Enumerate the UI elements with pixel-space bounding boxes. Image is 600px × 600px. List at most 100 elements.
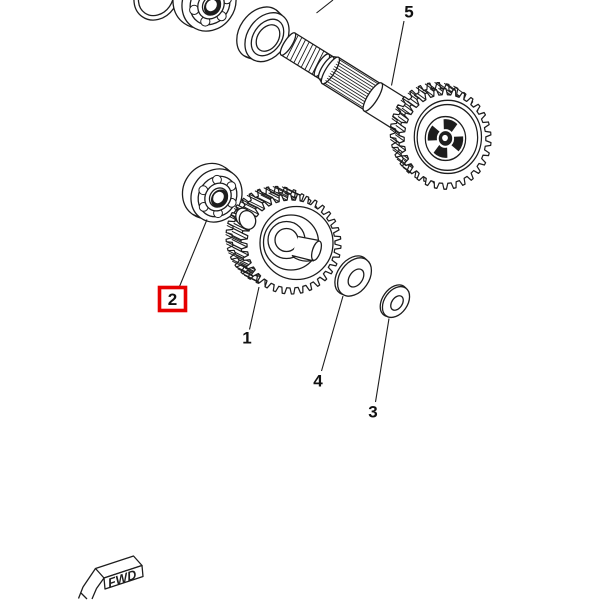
gear-tooth-flank: [395, 108, 405, 116]
gear-tooth-flank: [424, 89, 435, 97]
gear-tooth-flank: [225, 241, 242, 250]
gear-tooth-flank: [226, 225, 243, 234]
gear-tooth-flank: [418, 85, 428, 94]
thread-rib: [308, 48, 321, 73]
gear-tooth-flank: [391, 118, 402, 126]
spline-line: [332, 68, 374, 95]
bearing2-bore-hole: [213, 191, 224, 204]
shaft-gear-bore-hole: [442, 134, 448, 142]
shaft-splines: [323, 59, 380, 109]
leader-line-5: [390, 20, 405, 86]
washer-3: [379, 284, 411, 319]
gear-tooth-flank: [390, 125, 400, 134]
gear-tooth-flank: [226, 243, 243, 252]
hub-cutout: [427, 125, 440, 141]
spline-line: [337, 61, 379, 88]
callout-2[interactable]: 2: [168, 290, 177, 309]
gear-tooth-flank: [389, 128, 400, 136]
washer-4: [334, 255, 373, 297]
spline-line: [329, 73, 371, 100]
thread-rib: [311, 50, 325, 75]
gear-tooth-flank: [446, 83, 457, 91]
spline-line: [334, 66, 376, 93]
gear1-stub-edges: [291, 235, 320, 262]
gear-tooth-flank: [402, 97, 412, 106]
gear-tooth-flank: [416, 92, 427, 101]
gear-tooth-flank: [395, 124, 406, 133]
snap-ring-partial: [133, 0, 179, 21]
gear-tooth-flank: [231, 230, 248, 240]
fwd-indicator: FWD: [77, 555, 144, 600]
gear-tooth-flank: [256, 196, 273, 205]
shaft-gear-spoke-cutouts: [427, 119, 464, 158]
thread-rib: [293, 39, 306, 64]
shaft-gear-rim: [416, 103, 479, 172]
gear-tooth-flank: [403, 104, 414, 113]
shaft-spline-outline: [321, 56, 382, 111]
gear-tooth-flank: [389, 136, 400, 144]
gear-tooth-flank: [392, 149, 403, 157]
gear-tooth-flank: [228, 252, 245, 261]
hub-cutout: [451, 136, 464, 152]
leader-line-1: [248, 286, 260, 330]
gear-tooth-flank: [390, 139, 400, 147]
gear-tooth-flank: [400, 99, 411, 108]
gear-tooth-flank: [272, 186, 289, 195]
leader-line-3: [374, 318, 390, 403]
leader-line-cropped-top: [316, 0, 334, 14]
gear-tooth-flank: [396, 158, 407, 166]
gear-tooth-flank: [263, 187, 280, 196]
gear-tooth-flank: [427, 82, 437, 91]
ball-bearing-top-partial: [172, 0, 237, 32]
gear-tooth-flank: [257, 189, 273, 198]
gear-tooth-flank: [407, 92, 418, 100]
gear-tooth-flank: [239, 201, 256, 210]
gear-tooth-flank: [395, 134, 405, 142]
gear-tooth-flank: [242, 273, 259, 282]
gear-tooth-flank: [235, 266, 252, 275]
gear-tooth-flank: [409, 90, 420, 99]
thread-rib: [300, 44, 314, 68]
gear-tooth-flank: [395, 156, 406, 164]
gear1-stub-shadow: [292, 255, 313, 262]
highlight-box-2[interactable]: [157, 285, 188, 313]
thread-rib: [289, 37, 303, 61]
gear-tooth-flank: [400, 164, 411, 173]
thread-rib: [297, 41, 310, 66]
spline-line: [338, 59, 380, 86]
gear1-stub-cap: [310, 240, 323, 261]
gear-tooth-flank: [434, 82, 445, 90]
gear-tooth-flank: [409, 98, 420, 106]
thread-rib: [304, 46, 317, 70]
leader-line-4: [320, 295, 344, 372]
callout-3[interactable]: 3: [368, 403, 377, 422]
gear-tooth-flank: [225, 231, 242, 241]
spline-line: [328, 75, 370, 102]
gear-tooth-flank: [284, 186, 301, 196]
hub-cutout: [433, 144, 448, 158]
gear-tooth-flank: [232, 260, 249, 270]
gear-tooth-flank: [244, 274, 260, 284]
gear-1: [225, 185, 342, 295]
gear-tooth-flank: [227, 250, 244, 259]
gear-tooth-flank: [249, 200, 266, 210]
gear-tooth-flank: [225, 234, 242, 243]
callout-4[interactable]: 4: [313, 372, 323, 391]
spline-line: [325, 80, 367, 107]
washer3-hole: [390, 295, 404, 311]
collar-step: [250, 18, 285, 57]
gear-tooth-flank: [391, 146, 402, 154]
bearing-bore-hole: [206, 0, 217, 12]
gear-tooth-flank: [231, 239, 248, 248]
gear-tooth-flank: [237, 268, 254, 277]
callout-1[interactable]: 1: [242, 329, 251, 348]
spline-line: [323, 82, 366, 109]
callout-5[interactable]: 5: [404, 3, 413, 22]
fwd-plate-front: [103, 564, 144, 590]
leader-line-2: [178, 219, 208, 287]
drive-shaft: [279, 32, 432, 143]
ball-bearing-2: [181, 162, 243, 223]
gear-tooth-flank: [227, 222, 244, 232]
